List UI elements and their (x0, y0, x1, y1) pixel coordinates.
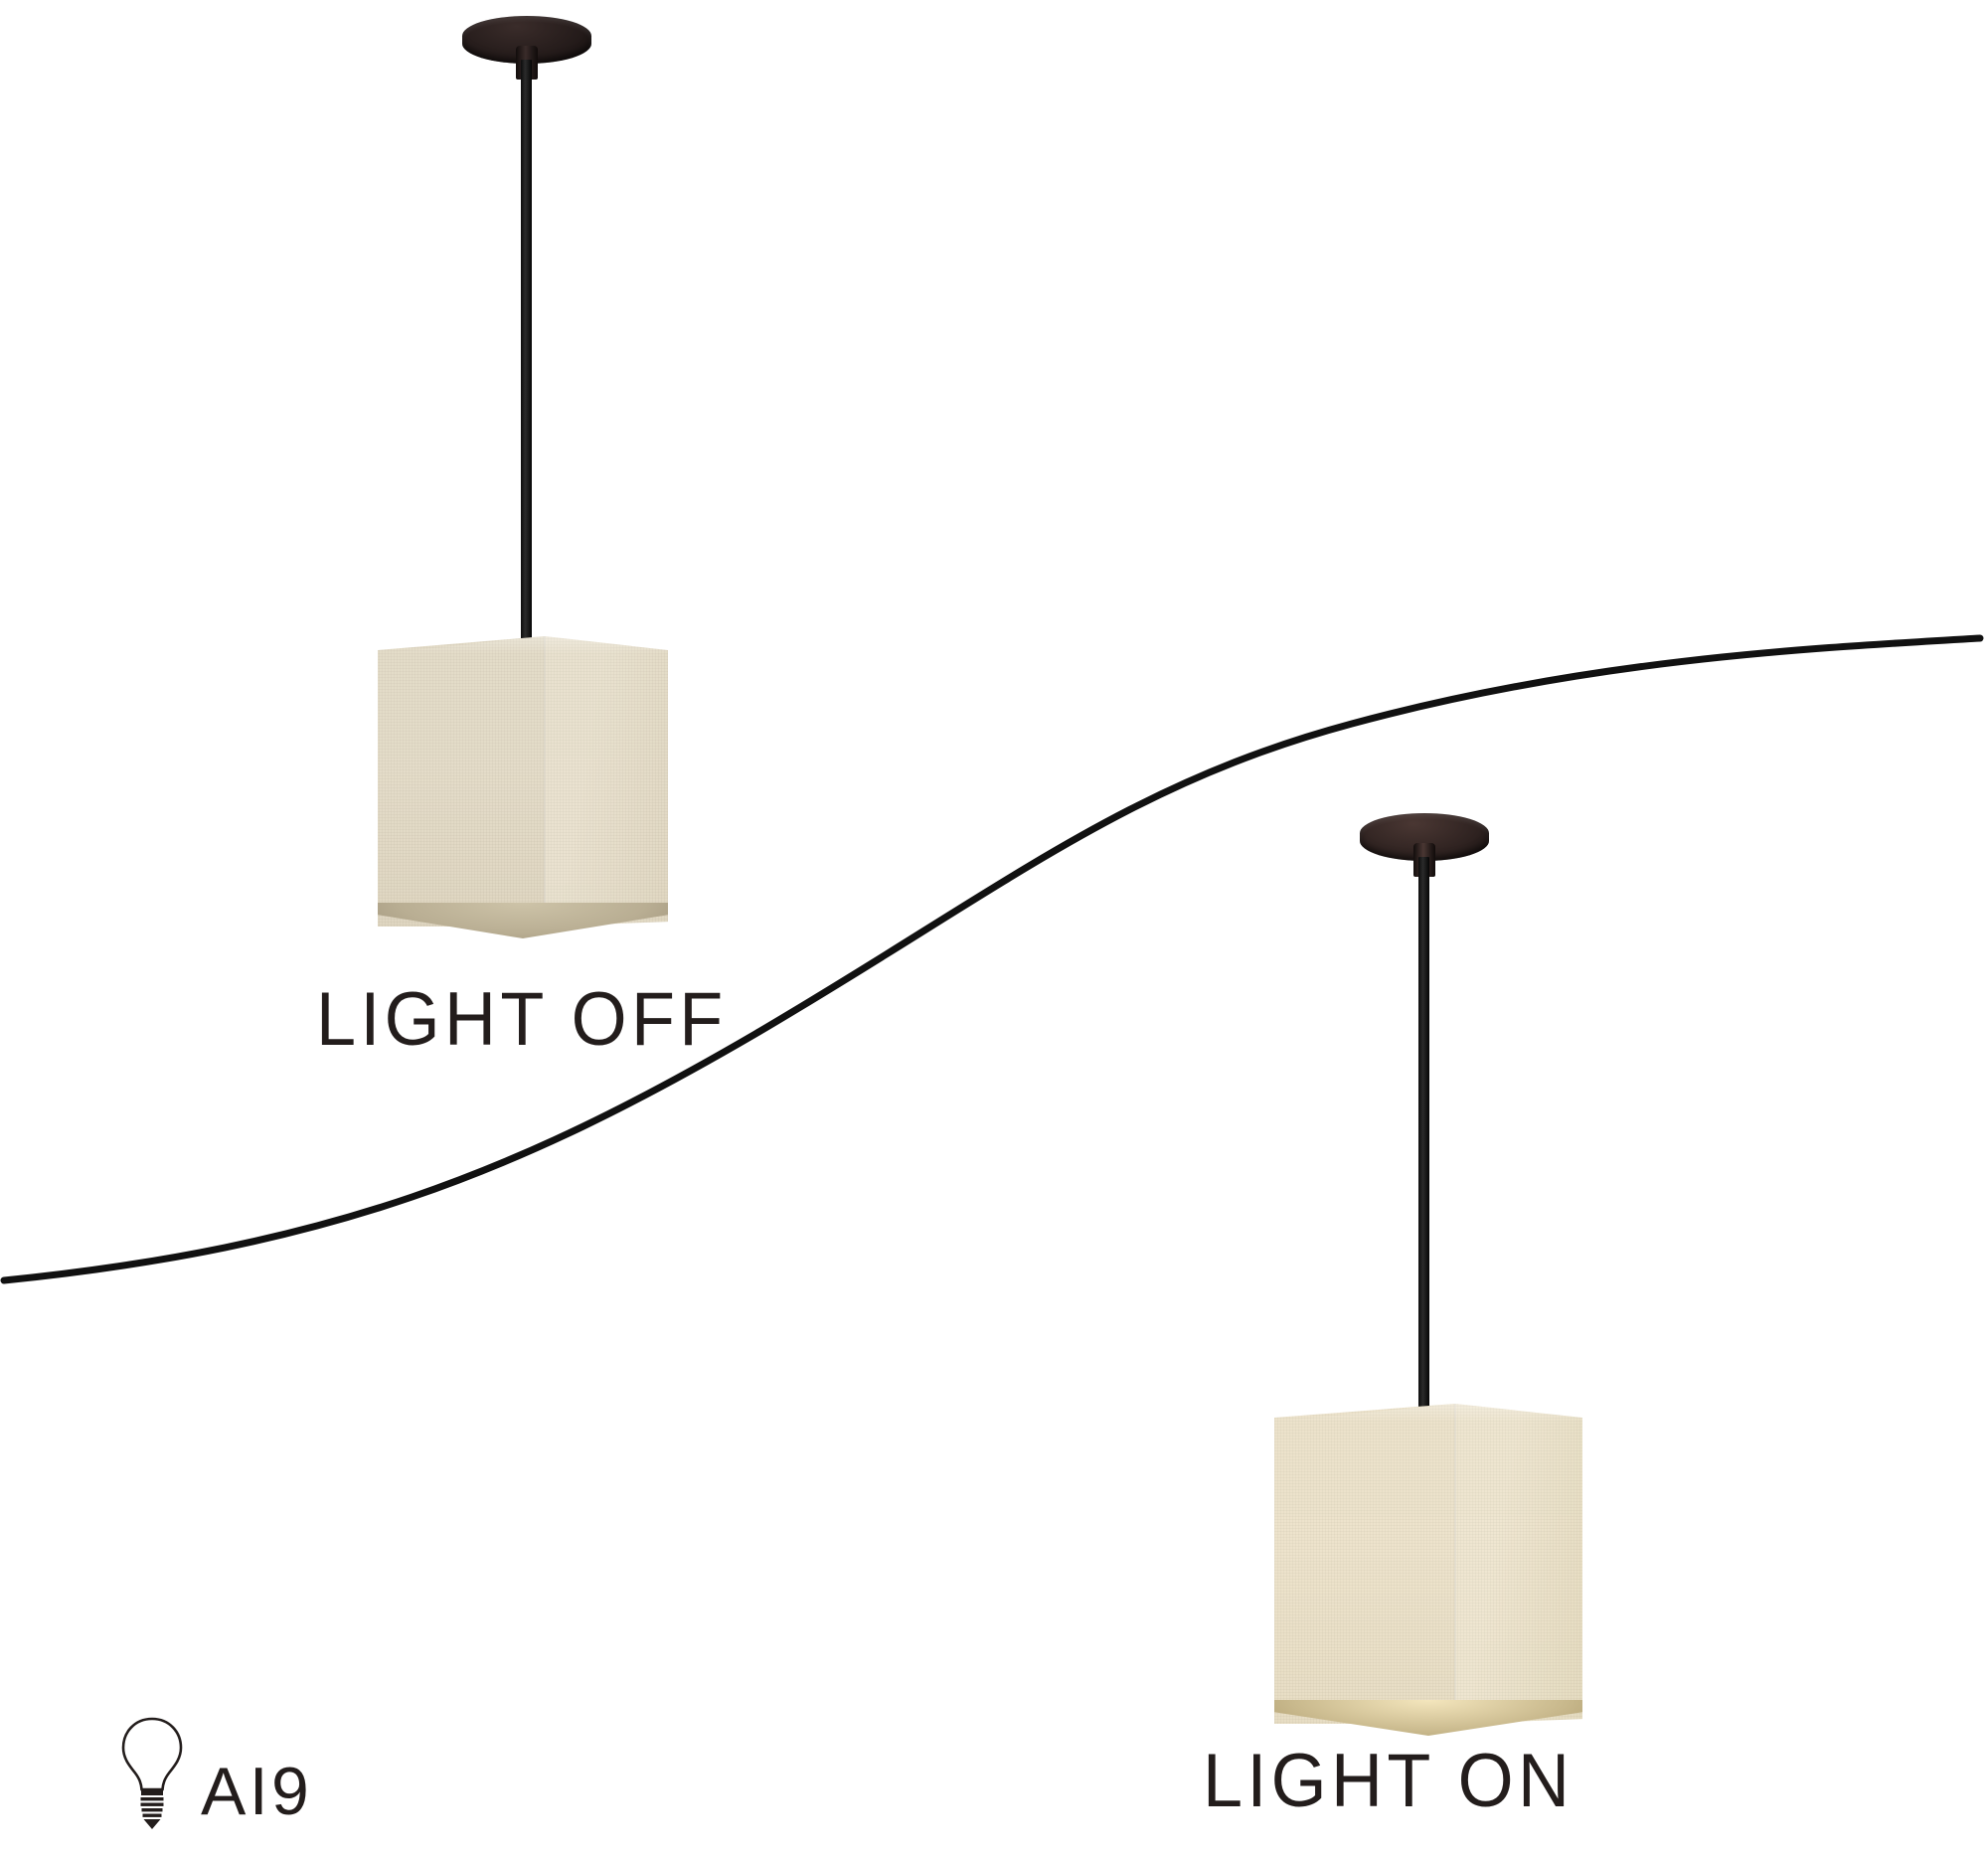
shade-front-face-off (378, 636, 545, 927)
linen-weave-texture (1455, 1404, 1582, 1724)
linen-weave-texture (545, 636, 668, 927)
shade-front-face-on (1274, 1404, 1455, 1724)
pendant-cord-on (1418, 857, 1429, 1414)
bulb-type-label: AI9 (201, 1754, 313, 1829)
pendant-cord-off (521, 60, 532, 648)
caption-light-on: LIGHT ON (1203, 1739, 1574, 1823)
bulb-thread-2 (140, 1802, 164, 1806)
bulb-thread-1 (140, 1797, 164, 1801)
bulb-thread-4 (142, 1813, 162, 1817)
shade-right-face-off (545, 636, 668, 927)
lamp-shade-on (1274, 1404, 1582, 1736)
lightbulb-icon (121, 1717, 183, 1829)
shade-right-face-on (1455, 1404, 1582, 1724)
bulb-base-tip (143, 1819, 161, 1829)
bulb-thread-3 (141, 1808, 163, 1812)
linen-weave-texture (378, 636, 545, 927)
shade-bottom-diffuser-on (1274, 1700, 1582, 1736)
shade-corner-seam-off (544, 636, 546, 927)
shade-corner-seam-on (1454, 1404, 1456, 1724)
linen-weave-texture (1274, 1404, 1455, 1724)
caption-light-off: LIGHT OFF (316, 977, 728, 1062)
a19-bulb-badge: AI9 (117, 1716, 312, 1831)
bulb-glass-outline (121, 1717, 183, 1791)
bulb-base-collar (141, 1789, 163, 1795)
